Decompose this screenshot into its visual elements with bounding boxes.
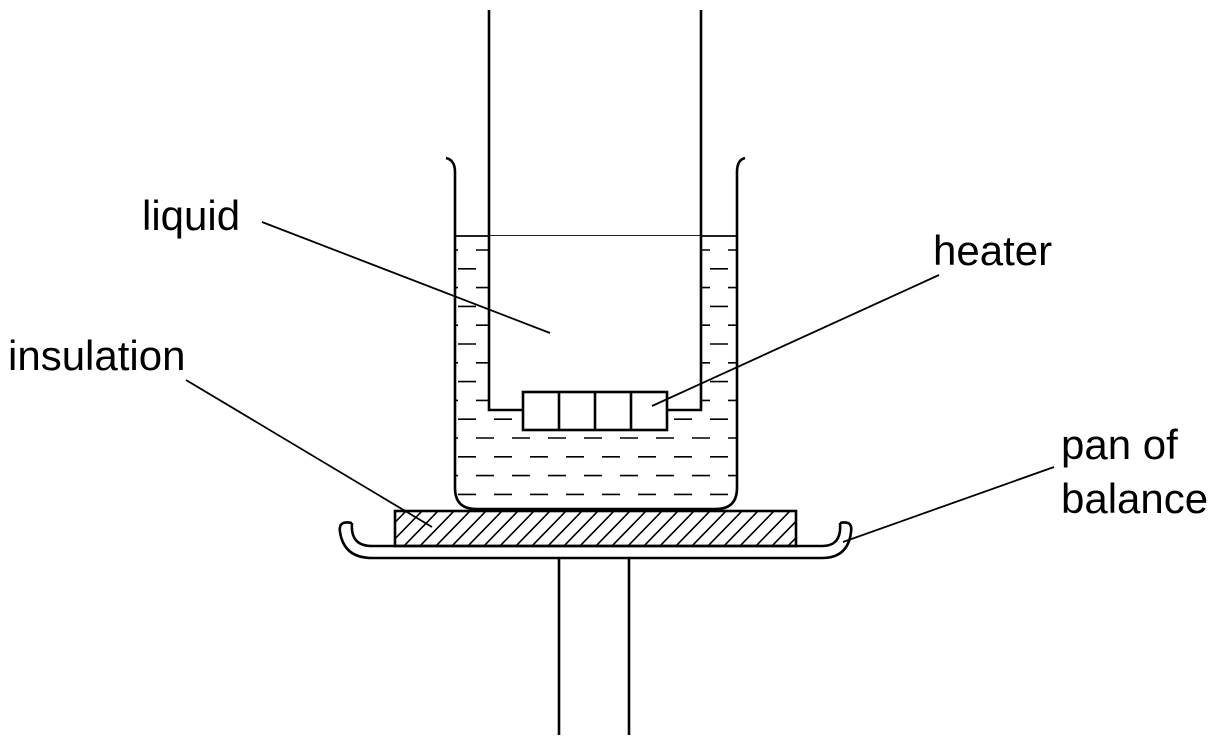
insulation-hatch-line: [498, 511, 536, 546]
balance-stem: [557, 558, 631, 735]
pan-label-line2: balance: [1061, 475, 1208, 522]
insulation-hatch-line: [578, 511, 616, 546]
insulation-hatch-line: [674, 511, 712, 546]
inner-container: [487, 10, 703, 412]
insulation-hatch-line: [402, 511, 440, 546]
insulation-block: [393, 509, 798, 548]
insulation-hatch-line: [450, 511, 488, 546]
insulation-leader-line: [185, 379, 433, 528]
insulation-hatch-line: [466, 511, 504, 546]
pan-label-line1: pan of: [1061, 421, 1178, 468]
heater-label: heater: [933, 227, 1052, 274]
heater-element: [521, 390, 669, 432]
insulation-hatch-line: [418, 511, 456, 546]
balance-pan: [338, 521, 853, 560]
insulation-hatch-line: [562, 511, 600, 546]
insulation-hatch-line: [610, 511, 648, 546]
insulation-hatch-line: [434, 511, 472, 546]
insulation-hatch-line: [642, 511, 680, 546]
insulation-hatch-line: [514, 511, 552, 546]
insulation-hatch-line: [395, 511, 424, 540]
insulation-hatch-line: [786, 536, 796, 546]
insulation-hatch-line: [658, 511, 696, 546]
insulation-hatch-line: [626, 511, 664, 546]
insulation-hatch-line: [690, 511, 728, 546]
insulation-hatch-line: [754, 511, 792, 546]
insulation-label: insulation: [8, 332, 185, 379]
insulation-hatch-line: [482, 511, 520, 546]
liquid-label: liquid: [142, 192, 240, 239]
insulation-hatch-line: [722, 511, 760, 546]
heater-leader-line: [651, 274, 940, 407]
beaker: [445, 156, 746, 511]
insulation-hatch-line: [530, 511, 568, 546]
insulation-hatch-line: [706, 511, 744, 546]
balance-pan-inner: [350, 522, 842, 548]
insulation-hatch-line: [594, 511, 632, 546]
insulation-hatch-line: [546, 511, 584, 546]
insulation-hatch-line: [770, 520, 796, 546]
pan-leader-line: [842, 466, 1055, 543]
liquid-leader-line: [261, 221, 551, 334]
insulation-hatch-line: [395, 511, 408, 524]
insulation-hatch-line: [738, 511, 776, 546]
